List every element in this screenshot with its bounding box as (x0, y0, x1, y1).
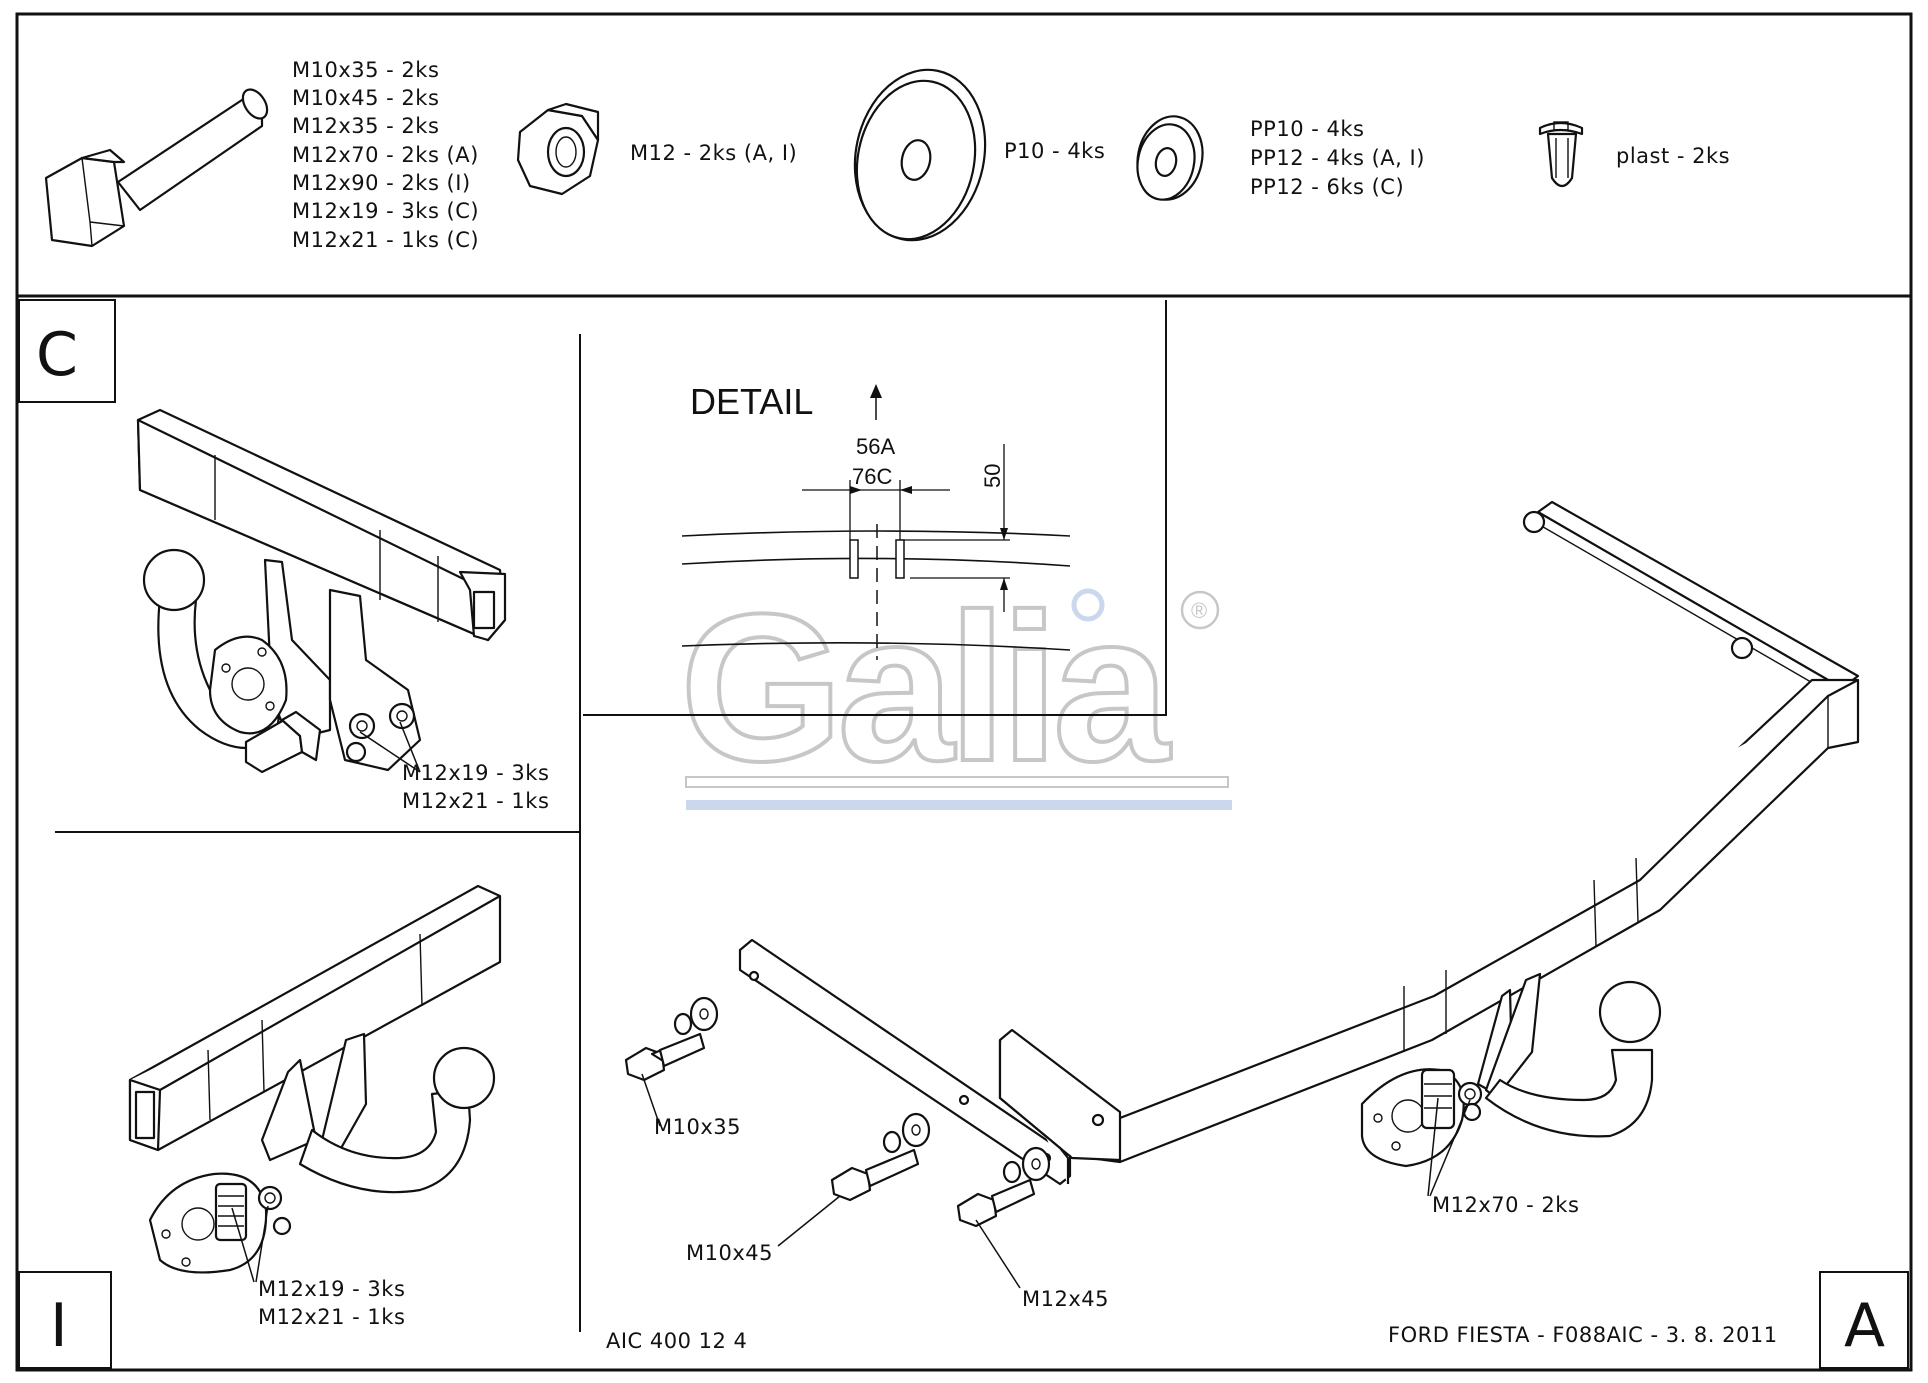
arrow-up-icon (870, 384, 882, 398)
bolt-spec: M12x90 - 2ks (I) (292, 171, 471, 195)
variant-c-badge (18, 299, 116, 403)
variant-a-letter: A (1844, 1291, 1885, 1361)
callout-m12x45: M12x45 (1022, 1287, 1109, 1311)
small-washer-spec: PP12 - 6ks (C) (1250, 175, 1404, 199)
large-washer-label: P10 - 4ks (1004, 139, 1105, 163)
bolt-spec: M12x19 - 3ks (C) (292, 199, 479, 223)
variant-i-badge (18, 1271, 112, 1369)
detail-dim-50: 50 (980, 464, 1005, 488)
variant-c-callout: M12x19 - 3ks (402, 761, 549, 785)
vehicle-info: FORD FIESTA - F088AIC - 3. 8. 2011 (1388, 1323, 1778, 1347)
logo-underline (685, 776, 1229, 788)
variant-c-letter: C (36, 320, 78, 390)
drawing-frame (15, 12, 1913, 1372)
fastener-m10x35-icon (624, 996, 719, 1082)
bolt-spec: M12x70 - 2ks (A) (292, 143, 479, 167)
logo-accent-bar (686, 800, 1232, 810)
variant-a-panel: A (624, 500, 1909, 1369)
callout-m12x70: M12x70 - 2ks (1432, 1193, 1579, 1217)
small-washer-icon (1136, 115, 1204, 201)
detail-dim-56a: 56A (856, 434, 895, 459)
detail-dim-76c: 76C (852, 464, 892, 489)
towbar-i-drawing (128, 884, 502, 1274)
fastener-m12x45-icon (956, 1146, 1051, 1228)
small-washer-spec: PP12 - 4ks (A, I) (1250, 146, 1425, 170)
bolt-icon (44, 88, 269, 248)
detail-title: DETAIL (690, 381, 813, 422)
logo-wordmark: Galia (680, 570, 1172, 805)
hex-nut-icon (516, 102, 600, 196)
variant-a-badge (1819, 1271, 1909, 1369)
clip-label: plast - 2ks (1616, 144, 1730, 168)
registered-mark: ® (1191, 598, 1207, 623)
registered-mark-icon (1180, 590, 1220, 630)
bolt-spec: M12x21 - 1ks (C) (292, 228, 479, 252)
nut-label: M12 - 2ks (A, I) (630, 141, 797, 165)
plastic-clip-icon (1538, 121, 1584, 188)
large-washer-icon (853, 68, 987, 242)
variant-c-panel: C (18, 299, 549, 813)
callout-m10x35: M10x35 (654, 1115, 741, 1139)
fastener-m10x45-icon (830, 1112, 931, 1202)
callout-m10x45: M10x45 (686, 1241, 773, 1265)
variant-i-callout: M12x21 - 1ks (258, 1305, 405, 1329)
small-washer-spec-list: PP10 - 4ks PP12 - 4ks (A, I) PP12 - 6ks … (1250, 117, 1425, 199)
detail-panel: DETAIL 56A 76C 50 (583, 300, 1167, 716)
bolt-spec-list: M10x35 - 2ks M10x45 - 2ks M12x35 - 2ks M… (292, 58, 479, 252)
towbar-c-drawing (136, 408, 507, 774)
variant-c-callout: M12x21 - 1ks (402, 789, 549, 813)
part-number: AIC 400 12 4 (606, 1329, 747, 1353)
variant-i-callout: M12x19 - 3ks (258, 1277, 405, 1301)
logo-dot-icon (1071, 588, 1105, 622)
small-washer-spec: PP10 - 4ks (1250, 117, 1364, 141)
parts-row: M10x35 - 2ks M10x45 - 2ks M12x35 - 2ks M… (44, 58, 1730, 252)
galia-logo: Galia ® (678, 568, 1232, 810)
variant-i-panel: I (18, 884, 502, 1369)
bolt-spec: M10x45 - 2ks (292, 86, 439, 110)
bolt-spec: M12x35 - 2ks (292, 114, 439, 138)
towbar-a-drawing (738, 500, 1860, 1186)
variant-i-letter: I (50, 1291, 68, 1361)
footer: AIC 400 12 4 FORD FIESTA - F088AIC - 3. … (606, 1323, 1778, 1353)
bolt-spec: M10x35 - 2ks (292, 58, 439, 82)
